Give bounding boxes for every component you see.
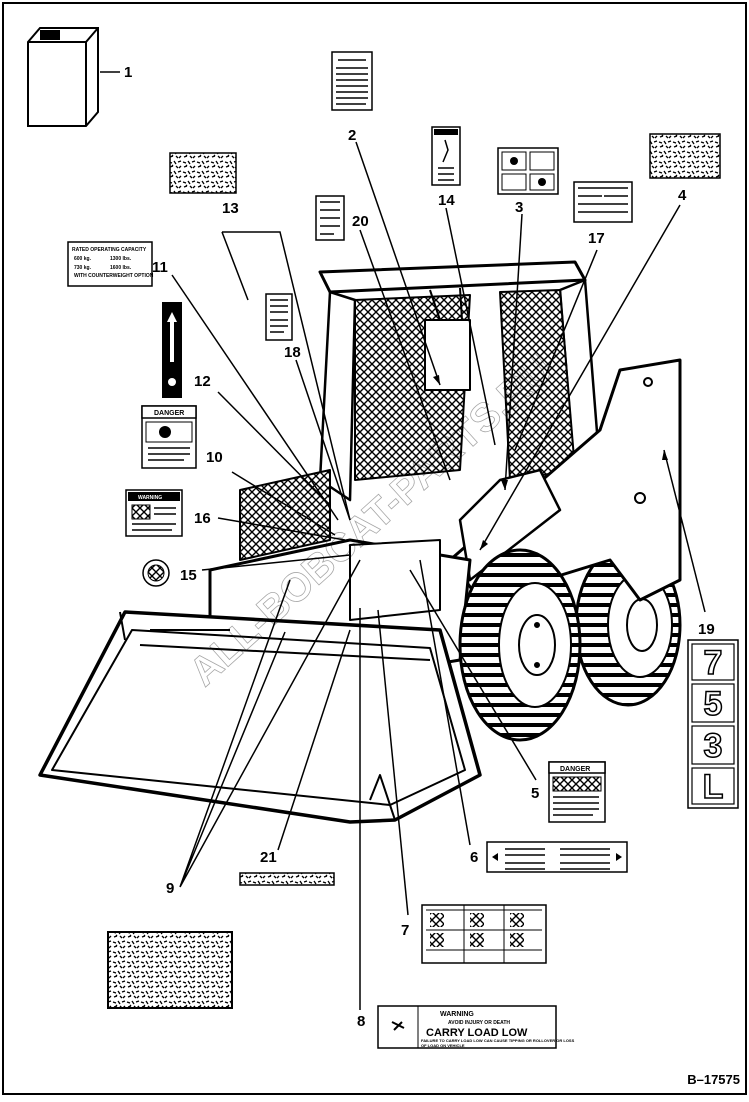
stripe-char-4: L xyxy=(703,768,724,806)
callout-13: 13 xyxy=(222,200,239,217)
decal-3 xyxy=(497,147,559,195)
callout-6: 6 xyxy=(470,849,478,866)
decal-10-danger: DANGER xyxy=(141,405,197,469)
callout-4: 4 xyxy=(678,187,687,204)
callout-16: 16 xyxy=(194,510,211,527)
callout-20: 20 xyxy=(352,213,369,230)
decal-4 xyxy=(649,133,721,179)
danger-5-heading: DANGER xyxy=(560,766,590,773)
callout-numbers: 1 2 3 4 5 6 7 8 9 10 11 12 13 14 15 16 1… xyxy=(124,64,715,1030)
callout-2: 2 xyxy=(348,127,356,144)
callout-17: 17 xyxy=(588,230,605,247)
arrowheads xyxy=(433,375,668,550)
decal-8-carry-load-low: WARNING AVOID INJURY OR DEATH CARRY LOAD… xyxy=(377,1005,575,1049)
leader-lines xyxy=(100,71,706,1010)
rated-capacity-title: RATED OPERATING CAPACITY xyxy=(72,247,147,253)
decal-15-seal xyxy=(142,559,170,587)
callout-5: 5 xyxy=(531,785,539,802)
decal-19-model-stripe: 7 5 3 L xyxy=(687,639,739,809)
stripe-char-3: 3 xyxy=(704,727,723,765)
decal-20 xyxy=(315,195,345,241)
decal-16-warning: WARNING xyxy=(125,489,183,537)
callout-8: 8 xyxy=(357,1013,365,1030)
decal-1-manual-box xyxy=(27,27,99,127)
callout-19: 19 xyxy=(698,621,715,638)
decal-21 xyxy=(239,872,335,886)
rated-row3: WITH COUNTERWEIGHT OPTION xyxy=(74,273,154,279)
rated-row1-right: 1300 lbs. xyxy=(110,256,132,262)
carry-line3: FAILURE TO CARRY LOAD LOW CAN CAUSE TIPP… xyxy=(421,1038,575,1043)
callout-1: 1 xyxy=(124,64,132,81)
front-tire xyxy=(458,548,582,742)
callout-12: 12 xyxy=(194,373,211,390)
callout-7: 7 xyxy=(401,922,409,939)
callout-14: 14 xyxy=(438,192,455,209)
decal-7 xyxy=(421,904,547,964)
decal-6 xyxy=(486,841,628,873)
rated-row2-right: 1600 lbs. xyxy=(110,265,132,271)
decal-14 xyxy=(431,126,461,186)
callout-18: 18 xyxy=(284,344,301,361)
figure-code: B–17575 xyxy=(687,1072,740,1087)
lift-arm xyxy=(448,358,682,602)
rated-row1-left: 600 kg. xyxy=(74,256,92,262)
carry-heading: WARNING xyxy=(440,1011,474,1018)
decal-11-rated-capacity: RATED OPERATING CAPACITY 600 kg. 1300 lb… xyxy=(67,241,154,287)
callout-15: 15 xyxy=(180,567,197,584)
callout-21: 21 xyxy=(260,849,277,866)
stripe-char-2: 5 xyxy=(704,685,723,723)
warning-16-heading: WARNING xyxy=(138,495,162,501)
callout-10: 10 xyxy=(206,449,223,466)
callout-9: 9 xyxy=(166,880,174,897)
carry-line4: OF LOAD ON VEHICLE xyxy=(421,1043,465,1048)
rated-row2-left: 730 kg. xyxy=(74,265,92,271)
danger-10-heading: DANGER xyxy=(154,410,184,417)
decal-9 xyxy=(107,931,233,1009)
bucket xyxy=(38,610,482,824)
decal-12-control-strip xyxy=(162,302,182,398)
decal-17 xyxy=(573,181,633,223)
callout-3: 3 xyxy=(515,199,523,216)
decal-2 xyxy=(331,51,373,111)
carry-line1: AVOID INJURY OR DEATH xyxy=(448,1020,510,1026)
stripe-char-1: 7 xyxy=(704,644,723,682)
decal-13 xyxy=(169,152,237,194)
decal-5-danger: DANGER xyxy=(548,761,606,823)
callout-11: 11 xyxy=(152,259,168,276)
decal-18 xyxy=(265,293,293,341)
carry-line2: CARRY LOAD LOW xyxy=(426,1027,528,1039)
